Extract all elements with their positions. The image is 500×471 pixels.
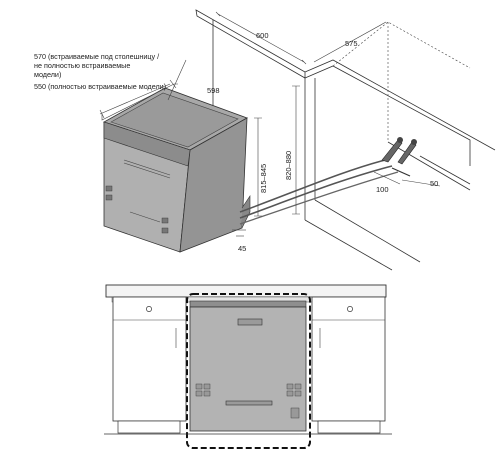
front-feet-right [286, 383, 302, 419]
dim-50: 50 [430, 179, 438, 188]
dim-100: 100 [376, 185, 389, 194]
dishwasher-3d [103, 87, 251, 253]
installation-view: 600 575 598 820–880 815–845 45 100 50 57… [34, 9, 496, 271]
countertop [105, 284, 387, 298]
right-drawer-knob [347, 306, 353, 312]
left-drawer-knob [146, 306, 152, 312]
dim-815-845: 815–845 [259, 164, 268, 193]
note-550: 550 (полностью встраиваемые модели) [34, 82, 166, 91]
water-taps [381, 137, 417, 177]
front-feet-left [195, 383, 211, 397]
dim-598: 598 [207, 86, 220, 95]
left-cabinet [112, 296, 187, 434]
dim-45: 45 [238, 244, 246, 253]
dim-820-880: 820–880 [284, 151, 293, 180]
note-570-line2: не полностью встраиваемые [34, 61, 130, 70]
hoses [239, 159, 399, 225]
note-570-line3: модели) [34, 70, 61, 79]
dishwasher-highlight-frame [186, 293, 311, 449]
dimension-lines [99, 11, 441, 237]
dim-600: 600 [256, 31, 269, 40]
dishwasher-front [189, 300, 307, 432]
front-view [104, 284, 392, 449]
dim-575: 575 [345, 39, 358, 48]
right-cabinet [311, 296, 386, 434]
note-570-line1: 570 (встраиваемые под столешницу / [34, 52, 159, 61]
niche-outline [195, 9, 496, 271]
